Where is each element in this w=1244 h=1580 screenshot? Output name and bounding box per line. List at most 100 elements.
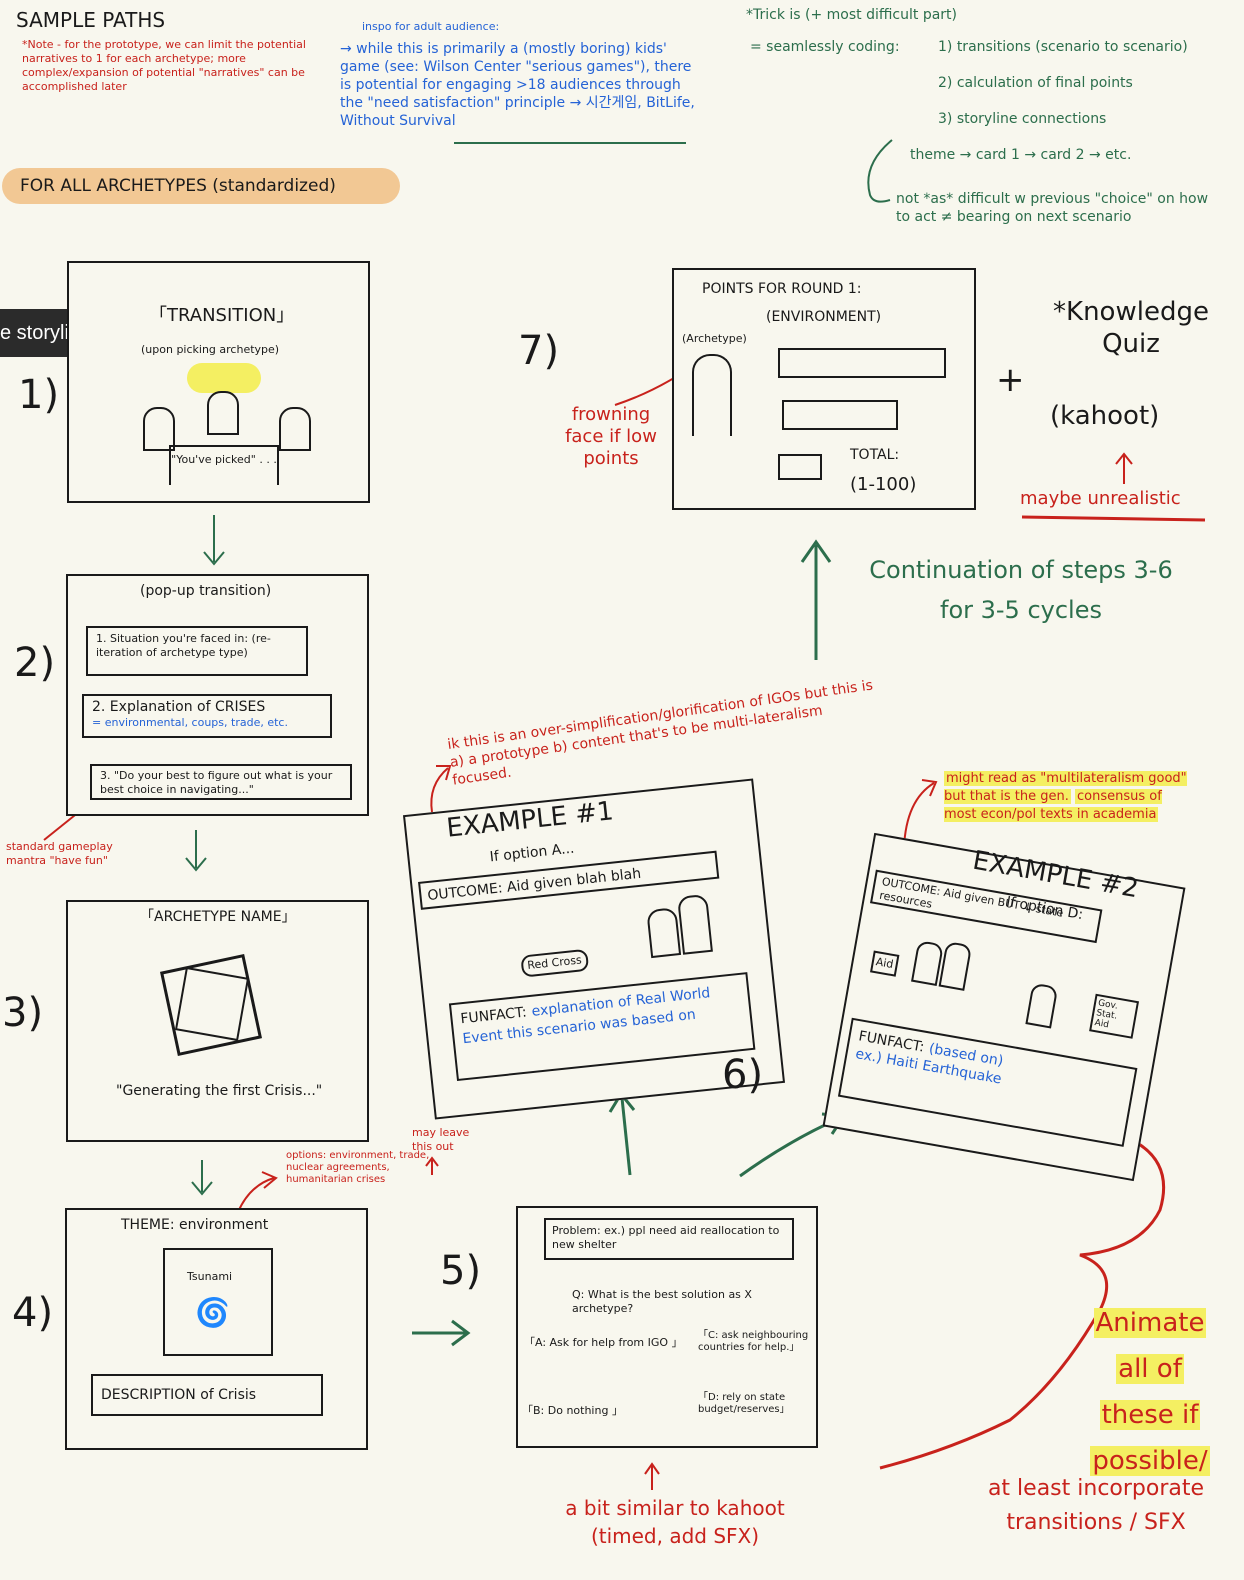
example-2-card: EXAMPLE #2 If option D: OUTCOME: Aid giv… — [822, 832, 1186, 1182]
score-bar — [782, 400, 898, 430]
archetype-label: (Archetype) — [682, 332, 747, 345]
score-bar — [778, 348, 946, 378]
animate-line6: transitions / SFX — [1006, 1510, 1186, 1535]
step-4-number: 4) — [12, 1290, 54, 1336]
ex1-outcome: OUTCOME: Aid given blah blah — [418, 850, 720, 910]
arrow-1-2 — [203, 515, 225, 566]
step-7-card: POINTS FOR ROUND 1: (ENVIRONMENT) (Arche… — [672, 268, 976, 510]
animate-line3: these if — [1099, 1400, 1201, 1430]
ex1-if: If option A... — [489, 840, 576, 866]
ex2-note: might read as "multilateralism good" but… — [944, 770, 1194, 824]
arrow-5-ex1 — [608, 1091, 636, 1176]
step-5-number: 5) — [440, 1248, 482, 1294]
leave-out-note: may leave this out — [412, 1126, 470, 1153]
funfact-label: FUNFACT: — [459, 1004, 528, 1028]
step-3-number: 3) — [2, 990, 44, 1036]
trick-lead: = seamlessly coding: — [750, 39, 900, 55]
option-c[interactable]: 「C: ask neighbouring countries for help.… — [698, 1330, 809, 1353]
arrow-kahoot — [644, 1462, 660, 1490]
step-1-sub: (upon picking archetype) — [141, 343, 280, 356]
total-range: (1-100) — [850, 474, 917, 495]
option-a[interactable]: 「A: Ask for help from IGO 」 — [524, 1336, 683, 1349]
aid-box: Aid — [870, 950, 900, 977]
score-bar — [778, 454, 822, 480]
crises-types: = environmental, coups, trade, etc. — [92, 716, 288, 729]
option-b[interactable]: 「B: Do nothing 」 — [522, 1404, 623, 1417]
step-2-item-3: 3. "Do your best to figure out what is y… — [90, 764, 352, 800]
points-sub: (ENVIRONMENT) — [766, 309, 882, 325]
person-icon — [646, 907, 682, 959]
wave-icon: 🌀 — [195, 1296, 230, 1329]
step-2-item-1: 1. Situation you're faced in: (re-iterat… — [86, 626, 308, 676]
highlight-glow — [187, 363, 261, 393]
arrow-3-4 — [191, 1160, 213, 1196]
quiz-sub: (kahoot) — [1050, 401, 1160, 431]
arrow-quiz-note — [1115, 452, 1133, 484]
arrow-2-3 — [185, 830, 207, 872]
step-5-card: Problem: ex.) ppl need aid reallocation … — [516, 1206, 818, 1448]
step-1-caption: "You've picked" . . . — [169, 445, 279, 485]
step-2-title: (pop-up transition) — [140, 583, 272, 599]
arrow-leave — [425, 1156, 439, 1175]
character-icon — [279, 407, 311, 451]
option-d[interactable]: 「D: rely on state budget/reserves」 — [698, 1392, 790, 1415]
step-1-title: 「TRANSITION」 — [149, 305, 295, 326]
trick-item-1: 1) transitions (scenario to scenario) — [938, 39, 1188, 55]
quiz-note: maybe unrealistic — [1020, 488, 1181, 509]
animate-note: Animate all of these if possible/ — [1060, 1300, 1240, 1484]
arrow-continue — [800, 539, 832, 660]
step-3-title: 「ARCHETYPE NAME」 — [140, 909, 296, 925]
step-4-title: THEME: environment — [121, 1217, 269, 1233]
animate-line5: at least incorporate — [987, 1476, 1205, 1501]
kahoot-note: a bit similar to kahoot (timed, add SFX) — [565, 1496, 785, 1548]
step-7-number: 7) — [518, 328, 560, 374]
gov-aid-box: Gov. Stat. Aid — [1089, 993, 1140, 1039]
prototype-note: *Note - for the prototype, we can limit … — [22, 38, 306, 93]
person-icon — [677, 893, 713, 955]
arrow-4-5 — [412, 1319, 471, 1347]
step-6-number: 6) — [722, 1052, 764, 1098]
trick-note: not *as* difficult w previous "choice" o… — [896, 191, 1209, 225]
ex2-funfact: FUNFACT: (based on) ex.) Haiti Earthquak… — [837, 1017, 1138, 1147]
arrow-ex2-note — [903, 779, 938, 849]
animate-brace — [879, 1136, 1166, 1470]
person-icon — [1025, 982, 1059, 1029]
crises-label: 2. Explanation of CRISES — [92, 699, 266, 715]
character-icon — [143, 407, 175, 451]
step-1-card: 「TRANSITION」 (upon picking archetype) "Y… — [67, 261, 370, 503]
standard-gameplay-note: standard gameplay mantra "have fun" — [6, 840, 113, 867]
step-3-caption: "Generating the first Crisis..." — [116, 1083, 323, 1099]
animate-sub: at least incorporate transitions / SFX — [966, 1472, 1226, 1540]
arrow-ex1-note — [430, 765, 452, 813]
trick-item-2: 2) calculation of final points — [938, 75, 1133, 91]
problem-statement: Problem: ex.) ppl need aid reallocation … — [544, 1218, 794, 1260]
ex1-funfact: FUNFACT: explanation of Real World Event… — [448, 972, 756, 1082]
plus-sign: + — [996, 360, 1025, 400]
tsunami-label: Tsunami — [187, 1270, 233, 1283]
trick-flow: theme → card 1 → card 2 → etc. — [910, 147, 1132, 163]
step-2-number: 2) — [14, 640, 56, 686]
animate-line4: possible/ — [1090, 1446, 1210, 1476]
person-icon — [938, 941, 973, 991]
quiz-title: *Knowledge Quiz — [1053, 297, 1209, 359]
step-4-card: THEME: environment Tsunami 🌀 DESCRIPTION… — [65, 1208, 368, 1450]
page-title: SAMPLE PATHS — [16, 8, 166, 32]
inspo-title: inspo for adult audience: — [362, 20, 500, 33]
animate-line1: Animate — [1093, 1308, 1207, 1338]
points-title: POINTS FOR ROUND 1: — [702, 281, 862, 297]
character-icon — [207, 391, 239, 435]
step-2-card: (pop-up transition) 1. Situation you're … — [66, 574, 369, 816]
step-2-item-2: 2. Explanation of CRISES = environmental… — [82, 694, 332, 738]
frown-note: frowning face if low points — [565, 404, 657, 469]
inspo-body: → while this is primarily a (mostly bori… — [340, 41, 695, 129]
red-cross-label: Red Cross — [520, 948, 589, 978]
arrow-options — [237, 1171, 278, 1213]
animate-line2: all of — [1116, 1354, 1184, 1384]
trick-item-3: 3) storyline connections — [938, 111, 1107, 127]
crisis-description: DESCRIPTION of Crisis — [91, 1374, 323, 1416]
theme-options: options: environment, trade, nuclear agr… — [286, 1150, 430, 1185]
trick-title: *Trick is (+ most difficult part) — [746, 7, 957, 23]
step-3-card: 「ARCHETYPE NAME」 "Generating the first C… — [66, 900, 369, 1142]
archetype-figure-icon — [692, 354, 732, 436]
total-label: TOTAL: — [850, 447, 900, 463]
